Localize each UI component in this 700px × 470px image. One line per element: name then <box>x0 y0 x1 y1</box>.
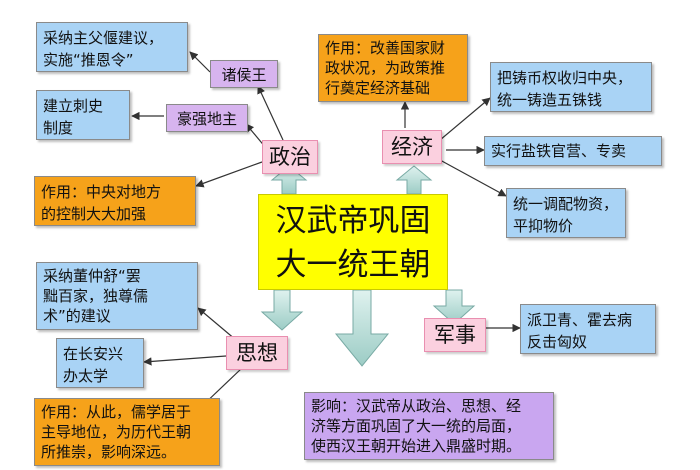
economy-label: 经济 <box>391 135 433 159</box>
influence-line3: 使西汉王朝开始进入鼎盛时期。 <box>311 437 522 455</box>
vassal-kings-label: 诸侯王 <box>221 66 267 84</box>
coinage-line2: 统一铸造五铢钱 <box>497 91 603 109</box>
arrow-up-economy <box>395 165 433 195</box>
connector-thought-dongzhongshu <box>197 307 237 341</box>
thought-effect-line3: 所推崇，影响深远。 <box>41 443 177 461</box>
influence-line1: 影响：汉武帝从政治、思想、经 <box>311 397 522 415</box>
arrow-down-influence <box>334 289 390 367</box>
dongzhongshu-line2: 黜百家，独尊儒 <box>43 287 149 305</box>
military-node: 军事 <box>424 318 486 352</box>
coinage-box: 把铸币权收归中央， 统一铸造五铢钱 <box>490 62 652 112</box>
dongzhongshu-line1: 采纳董仲舒“罢 <box>43 267 141 285</box>
cishi-line1: 建立刺史 <box>43 97 104 115</box>
goods-line1: 统一调配物资， <box>513 195 619 213</box>
dongzhongshu-box: 采纳董仲舒“罢 黜百家，独尊儒 术”的建议 <box>36 262 198 330</box>
cishi-line2: 制度 <box>43 119 74 137</box>
connector-economy-coinage <box>439 97 491 141</box>
arrow-down-military <box>432 289 476 325</box>
taixue-line1: 在长安兴 <box>63 345 124 363</box>
landlords-label: 豪强地主 <box>176 110 237 128</box>
generals-box: 派卫青、霍去病 反击匈奴 <box>520 304 656 354</box>
thought-effect-line1: 作用：从此，儒学居于 <box>41 403 192 421</box>
thought-node: 思想 <box>226 336 288 370</box>
connector-vassal-advice <box>189 51 211 73</box>
central-topic-line1: 汉武帝巩固 <box>275 203 431 239</box>
politics-label: 政治 <box>269 145 311 169</box>
generals-line2: 反击匈奴 <box>527 333 588 351</box>
influence-line2: 济等方面巩固了大一统的局面， <box>311 417 522 435</box>
economy-effect-line3: 行奠定经济基础 <box>325 79 431 97</box>
thought-label: 思想 <box>236 341 278 365</box>
cishi-box: 建立刺史 制度 <box>36 90 130 140</box>
coinage-line1: 把铸币权收归中央， <box>497 69 633 87</box>
salt-iron-label: 实行盐铁官营、专卖 <box>491 142 627 160</box>
connector-thought-taixue <box>143 355 227 366</box>
thought-effect-line2: 主导地位，为历代王朝 <box>41 423 192 441</box>
politics-effect-line2: 的控制大大加强 <box>41 205 147 223</box>
politics-node: 政治 <box>262 140 318 174</box>
economy-effect-line1: 作用：改善国家财 <box>325 39 446 57</box>
military-label: 军事 <box>434 323 476 347</box>
goods-box: 统一调配物资， 平抑物价 <box>506 188 626 238</box>
connector-politics-vassal <box>257 85 284 141</box>
vassal-kings-box: 诸侯王 <box>210 60 278 88</box>
taixue-line2: 办太学 <box>63 367 109 385</box>
politics-effect-line1: 作用：中央对地方 <box>41 183 162 201</box>
arrow-down-thought <box>260 289 304 331</box>
dongzhongshu-line3: 术”的建议 <box>43 307 111 325</box>
central-topic-line2: 大一统王朝 <box>275 247 431 283</box>
economy-effect-line2: 政状况，为政策推 <box>325 59 446 77</box>
economy-node: 经济 <box>382 130 442 164</box>
politics-advice-line1: 采纳主父偃建议， <box>43 29 164 47</box>
politics-advice-line2: 实施“推恩令” <box>43 51 134 69</box>
thought-effect-box: 作用：从此，儒学居于 主导地位，为历代王朝 所推崇，影响深远。 <box>34 398 220 466</box>
salt-iron-box: 实行盐铁官营、专卖 <box>484 136 662 166</box>
goods-line2: 平抑物价 <box>513 217 574 235</box>
connector-politics-effect <box>195 161 263 188</box>
politics-advice-box: 采纳主父偃建议， 实施“推恩令” <box>36 22 188 72</box>
economy-effect-box: 作用：改善国家财 政状况，为政策推 行奠定经济基础 <box>318 34 468 102</box>
landlords-box: 豪强地主 <box>166 104 248 132</box>
taixue-box: 在长安兴 办太学 <box>56 338 144 388</box>
politics-effect-box: 作用：中央对地方 的控制大大加强 <box>34 176 196 226</box>
influence-box: 影响：汉武帝从政治、思想、经 济等方面巩固了大一统的局面， 使西汉王朝开始进入鼎… <box>304 392 554 460</box>
connector-economy-goods <box>439 159 507 197</box>
central-topic: 汉武帝巩固 大一统王朝 <box>258 194 448 290</box>
generals-line1: 派卫青、霍去病 <box>527 311 633 329</box>
